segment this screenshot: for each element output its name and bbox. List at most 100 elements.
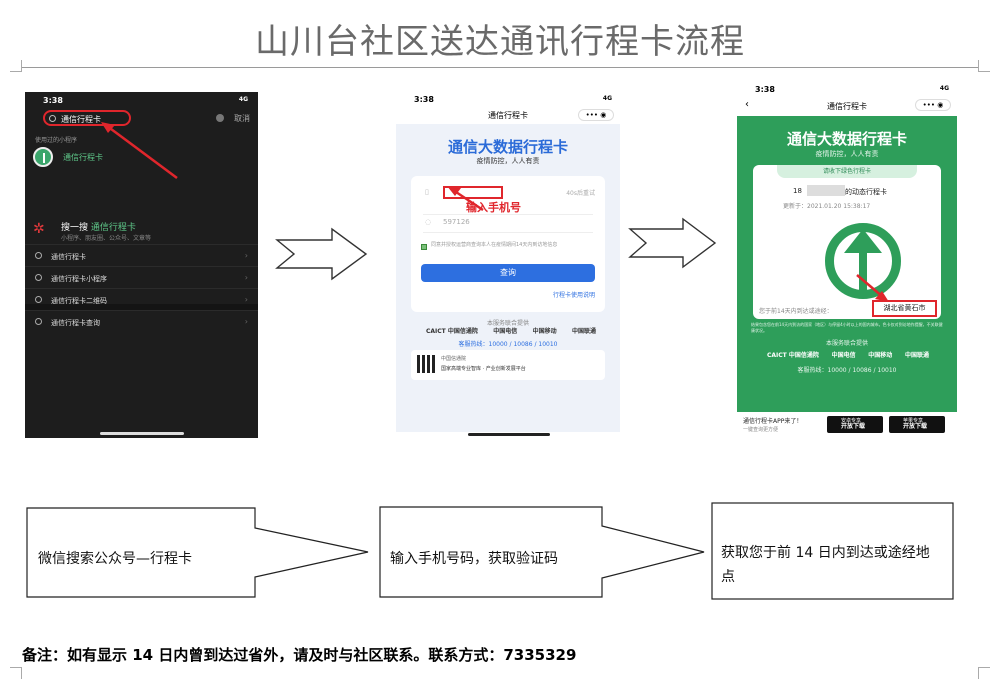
step-3-box xyxy=(711,502,954,600)
chevron-right-icon: › xyxy=(244,251,248,260)
card-tag: 请收下绿色行程卡 xyxy=(777,165,917,178)
carrier-logos: CAICT 中国信通院 中国电信 中国移动 中国联通 xyxy=(426,326,596,336)
red-pointer-arrow xyxy=(101,122,178,180)
divider xyxy=(423,214,593,215)
status-signal: 4G xyxy=(602,95,612,102)
carrier-logos: CAICT 中国信通院 中国电信 中国移动 中国联通 xyxy=(767,350,929,360)
app-promo-subtitle: 一键查询更方便 xyxy=(743,427,779,433)
logo-telecom: 中国电信 xyxy=(831,352,856,359)
android-download-button[interactable]: 安卓专享 开放下载 xyxy=(827,416,883,433)
hotline: 客服热线：10000 / 10086 / 10010 xyxy=(797,367,897,374)
nav-bar: 通信行程卡 ••• ◉ xyxy=(396,106,620,124)
trip-card-result-screenshot: 3:38 4G ‹ 通信行程卡 ••• ◉ 通信大数据行程卡 疫情防控，人人有责… xyxy=(737,82,957,438)
search-icon xyxy=(35,274,42,281)
agreement-text: 同意并授权运营商查询本人在疫情期间14天内到访地信息 xyxy=(431,242,558,248)
chevron-right-icon: › xyxy=(244,317,248,326)
logo-unicom: 中国联通 xyxy=(904,352,929,359)
ad-subtitle: 国家高端专业智库 · 产业创新发展平台 xyxy=(441,366,526,372)
app-promo-title: 通信行程卡APP来了！ xyxy=(743,418,803,425)
get-code-button[interactable]: 40s后重试 xyxy=(566,190,595,197)
used-mini-programs-label: 使用过的小程序 xyxy=(35,137,78,144)
suggestion-item[interactable]: 通信行程卡查询 › xyxy=(25,310,258,332)
corner-mark xyxy=(10,667,22,679)
flow-arrow-icon xyxy=(275,227,368,281)
green-arrow-head xyxy=(844,229,882,253)
captcha-icon: ◌ xyxy=(425,218,432,226)
suggestion-text: 通信行程卡查询 xyxy=(51,319,100,327)
capsule-menu-icon[interactable]: ••• ◉ xyxy=(578,109,614,121)
wechat-search-screenshot: 3:38 4G 通信行程卡 取消 使用过的小程序 通信行程卡 ✲ 搜一搜 通信行… xyxy=(25,92,258,438)
red-pointer-arrow xyxy=(447,186,484,212)
sousou-icon: ✲ xyxy=(33,221,45,237)
ios-download-button[interactable]: 苹果专享 开放下载 xyxy=(889,416,945,433)
divider xyxy=(25,304,258,310)
corner-mark xyxy=(10,60,22,72)
sousou-keyword: 通信行程卡 xyxy=(90,223,136,233)
search-text: 通信行程卡 xyxy=(61,115,101,124)
green-arrow-icon xyxy=(825,223,901,299)
mini-program-name[interactable]: 通信行程卡 xyxy=(63,153,103,162)
home-indicator xyxy=(100,432,184,435)
cancel-button[interactable]: 取消 xyxy=(234,114,250,123)
visited-region: 湖北省黄石市 xyxy=(872,300,937,317)
status-bar: 3:38 4G xyxy=(25,92,258,108)
card-big-title: 通信大数据行程卡 xyxy=(447,138,568,156)
status-time: 3:38 xyxy=(43,96,63,105)
sousou-sub: 小程序、朋友圈、公众号、文章等 xyxy=(61,235,152,242)
logo-mobile: 中国移动 xyxy=(532,328,557,335)
capsule-menu-icon[interactable]: ••• ◉ xyxy=(915,99,951,111)
ad-title: 中国信通院 xyxy=(441,356,467,362)
corner-mark xyxy=(978,60,990,72)
suggestion-item[interactable]: 通信行程卡小程序 › xyxy=(25,266,258,288)
logo-caict: CAICT 中国信通院 xyxy=(767,352,819,359)
step-1-box xyxy=(26,507,369,598)
phone-icon: ▯ xyxy=(425,188,429,196)
sousou-item[interactable]: 搜一搜 通信行程卡 xyxy=(61,220,136,233)
trip-card-logo-icon[interactable] xyxy=(33,147,53,167)
qr-code-icon xyxy=(417,355,435,373)
suggestion-item[interactable]: 通信行程卡二维码 › xyxy=(25,288,258,310)
slogan: 疫情防控，人人有责 xyxy=(815,150,879,158)
provider-label: 本服务联合提供 xyxy=(486,320,529,327)
phone-input[interactable] xyxy=(443,186,503,199)
step-3-label: 获取您于前 14 日内到达或途经地点 xyxy=(721,545,930,585)
suggestion-item[interactable]: 通信行程卡 › xyxy=(25,244,258,266)
faq-link[interactable]: 行程卡使用说明 xyxy=(552,292,595,299)
divider xyxy=(423,232,593,233)
page-title: 山川台社区送达通讯行程卡流程 xyxy=(255,22,745,62)
chevron-right-icon: › xyxy=(244,295,248,304)
status-signal: 4G xyxy=(238,96,248,103)
back-icon[interactable]: ‹ xyxy=(745,99,749,110)
status-time: 3:38 xyxy=(755,85,775,94)
input-hint: 输入手机号 xyxy=(466,201,521,214)
phone-number-screenshot: 3:38 4G 通信行程卡 ••• ◉ 通信大数据行程卡 疫情防控，人人有责 ▯… xyxy=(396,92,620,432)
sousou-label: 搜一搜 xyxy=(61,223,89,233)
query-button[interactable]: 查询 xyxy=(421,264,595,282)
hotline: 客服热线：10000 / 10086 / 10010 xyxy=(458,341,558,348)
status-bar: 3:38 4G xyxy=(737,82,957,96)
ios-label: 开放下载 xyxy=(903,423,928,430)
app-download-bar: 通信行程卡APP来了！ 一键查询更方便 安卓专享 开放下载 苹果专享 开放下载 xyxy=(737,412,957,438)
dynamic-card-label: 的动态行程卡 xyxy=(845,188,887,196)
captcha-input[interactable]: 597126 xyxy=(443,218,470,226)
title-rule xyxy=(22,67,978,68)
ios-top: 苹果专享 xyxy=(903,418,924,424)
suggestion-text: 通信行程卡二维码 xyxy=(51,297,107,305)
suggestion-text: 通信行程卡小程序 xyxy=(51,275,107,283)
corner-mark xyxy=(978,667,990,679)
agree-checkbox[interactable] xyxy=(421,244,427,250)
nav-title: 通信行程卡 xyxy=(488,111,528,120)
search-input[interactable]: 通信行程卡 xyxy=(43,110,131,126)
android-top: 安卓专享 xyxy=(841,418,862,424)
logo-telecom: 中国电信 xyxy=(493,328,518,335)
status-bar: 3:38 4G xyxy=(396,92,620,106)
search-icon xyxy=(35,296,42,303)
ad-banner[interactable]: 中国信通院 国家高端专业智库 · 产业创新发展平台 xyxy=(411,350,605,380)
step-1-label: 微信搜索公众号—行程卡 xyxy=(38,551,192,567)
status-time: 3:38 xyxy=(414,95,434,104)
nav-title: 通信行程卡 xyxy=(827,102,867,111)
clear-icon[interactable] xyxy=(216,114,224,122)
step-2-box xyxy=(379,506,705,598)
logo-unicom: 中国联通 xyxy=(571,328,596,335)
